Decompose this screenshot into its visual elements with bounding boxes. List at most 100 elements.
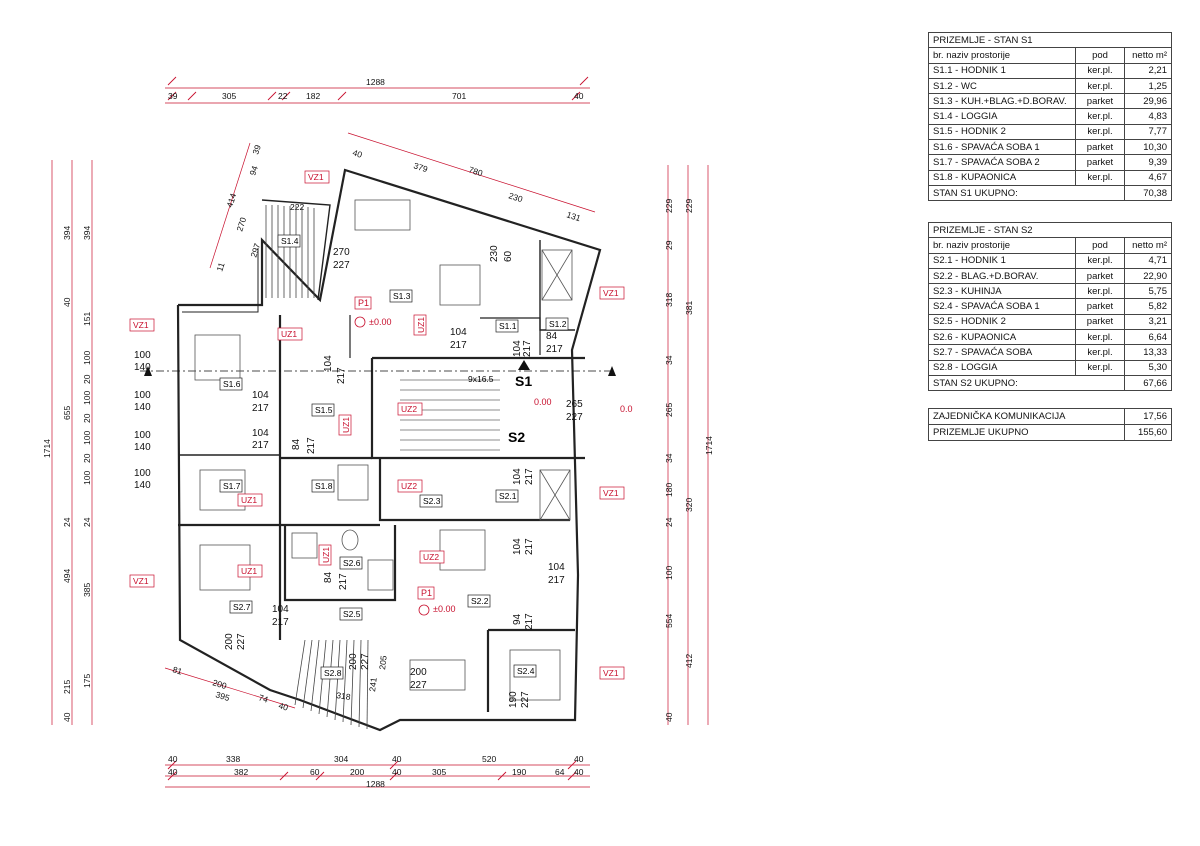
level-value-s1: ±0.00 [369, 317, 391, 327]
room-floor: ker.pl. [1075, 77, 1125, 95]
legend-totals: ZAJEDNIČKA KOMUNIKACIJA 17,56 PRIZEMLJE … [928, 408, 1172, 441]
opening-width: 100 [134, 390, 151, 401]
dim-bot1-d: 40 [392, 754, 402, 764]
header-area: netto m² [1124, 237, 1172, 254]
total-value: 67,66 [1124, 374, 1172, 392]
stair-label: 9x16.5 [468, 374, 494, 384]
dim-diag-j: 297 [248, 242, 262, 259]
door-height: 217 [548, 575, 565, 586]
room-area: 4,83 [1124, 108, 1172, 125]
door-width: 104 [252, 428, 269, 439]
dim-right-b-d: 412 [684, 654, 694, 668]
dim-right-b-b: 381 [684, 301, 694, 315]
door-height: 227 [520, 691, 531, 708]
room-tag-s1-6: S1.6 [223, 379, 241, 389]
room-floor: ker.pl. [1075, 329, 1125, 346]
level-marker-icon [354, 316, 366, 328]
window-tag-vz1: VZ1 [603, 288, 619, 298]
door-width: 104 [548, 562, 565, 573]
dim-diag-p: 395 [214, 689, 231, 703]
door-height: 227 [360, 653, 371, 670]
dim-left-a-d: 24 [62, 517, 72, 527]
room-name: S1.1 - HODNIK 1 [928, 62, 1076, 79]
dim-left-a-c: 655 [62, 406, 72, 420]
window-height: 60 [503, 250, 514, 262]
door-width: 200 [224, 633, 235, 650]
room-tag-s2-2: S2.2 [471, 596, 489, 606]
door-height: 217 [306, 437, 317, 454]
room-tag-s1-8: S1.8 [315, 481, 333, 491]
room-area: 6,64 [1124, 329, 1172, 346]
dim-diag-c: 780 [467, 164, 484, 178]
level-value-entry: 0.00 [534, 397, 552, 407]
room-area: 9,39 [1124, 154, 1172, 171]
door-tag-uz1: UZ1 [341, 417, 351, 433]
room-floor: parket [1075, 154, 1125, 171]
dim-diag-b: 379 [412, 160, 429, 174]
door-tag-uz1: UZ1 [241, 495, 257, 505]
door-height: 217 [546, 344, 563, 355]
floor-total-label: PRIZEMLJE UKUPNO [928, 424, 1125, 441]
door-width: 200 [410, 667, 427, 678]
dim-diag-d: 230 [507, 190, 524, 204]
door-height: 217 [336, 367, 347, 384]
window-width: 230 [489, 245, 500, 262]
legend-apartment-s2: PRIZEMLJE - STAN S2 br. naziv prostorije… [928, 221, 1172, 392]
room-floor: parket [1075, 298, 1125, 315]
door-tag-uz2: UZ2 [401, 481, 417, 491]
dim-left-a-g: 40 [62, 712, 72, 722]
room-tag-s1-2: S1.2 [549, 319, 567, 329]
dim-left-b-l: 175 [82, 674, 92, 688]
dim-diag-k: 11 [214, 261, 226, 273]
room-tag-s2-4: S2.4 [517, 666, 535, 676]
room-floor: parket [1075, 139, 1125, 156]
dim-bot2-i: 40 [574, 767, 584, 777]
room-tag-s2-8: S2.8 [324, 668, 342, 678]
room-tag-s2-1: S2.1 [499, 491, 517, 501]
dim-left-overall: 1714 [42, 439, 52, 458]
dim-left-a-f: 215 [62, 680, 72, 694]
room-tag-s2-5: S2.5 [343, 609, 361, 619]
dim-diag-i: 270 [234, 216, 248, 233]
header-area: netto m² [1124, 47, 1172, 64]
dim-diag-a: 40 [351, 147, 363, 160]
dim-left-b-e: 100 [82, 391, 92, 405]
dim-diag-n: 81 [171, 664, 183, 676]
opening-height: 140 [134, 362, 151, 373]
dim-left-b-k: 385 [82, 583, 92, 597]
door-width: 104 [512, 468, 523, 485]
door-height: 217 [522, 340, 533, 357]
dim-diag-r: 318 [336, 690, 352, 702]
level-tag-p1-s2: P1 [421, 588, 432, 598]
dim-left-b-d: 20 [82, 374, 92, 384]
dim-bot1-b: 338 [226, 754, 240, 764]
header-room-name: br. naziv prostorije [928, 47, 1076, 64]
door-width: 104 [323, 355, 334, 372]
room-floor: ker.pl. [1075, 359, 1125, 376]
room-name: S1.7 - SPAVAĆA SOBA 2 [928, 154, 1076, 171]
level-value-right: 0.0 [620, 404, 633, 414]
room-floor: ker.pl. [1075, 169, 1125, 186]
door-width: 200 [348, 653, 359, 670]
dim-bot2-d: 200 [350, 767, 364, 777]
room-tags: S1.1 S1.2 S1.3 S1.4 S1.5 S1.6 S1.7 S1.8 … [219, 234, 569, 680]
room-area: 4,67 [1124, 169, 1172, 186]
dim-top-b: 305 [222, 91, 236, 101]
door-height: 217 [524, 613, 535, 630]
dim-right-overall: 1714 [704, 436, 714, 455]
door-height: 217 [338, 573, 349, 590]
apartment-label-s2: S2 [508, 429, 525, 445]
dim-diag-s: 241 [367, 677, 379, 693]
dim-bot2-b: 382 [234, 767, 248, 777]
room-name: S2.5 - HODNIK 2 [928, 313, 1076, 331]
room-name: S2.3 - KUHINJA [928, 283, 1076, 300]
dim-left-a-a: 394 [62, 226, 72, 240]
